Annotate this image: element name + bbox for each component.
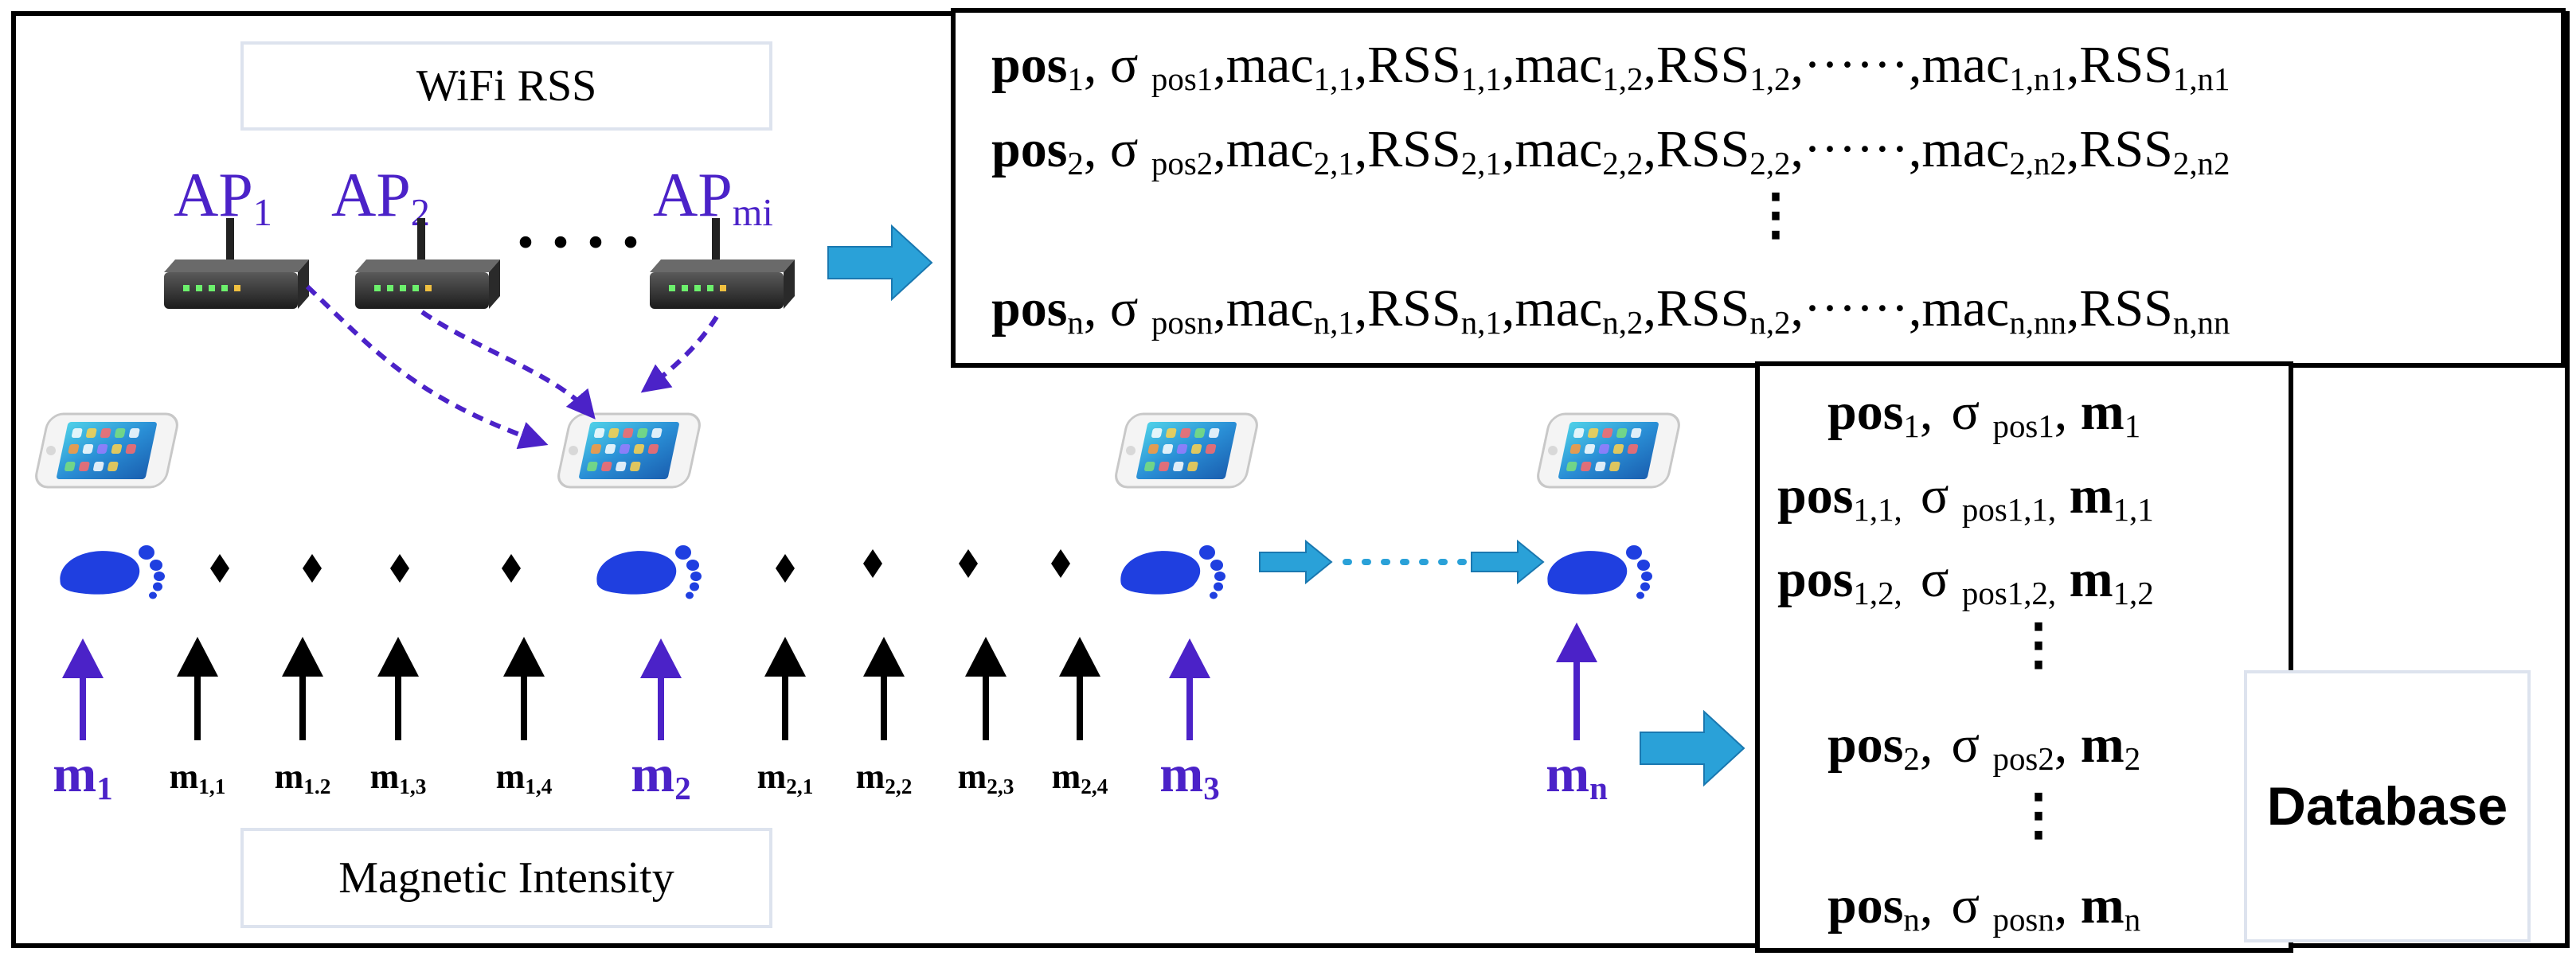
measurement-arrow bbox=[62, 638, 104, 740]
footprint-icon bbox=[60, 545, 165, 599]
measurement-label: m2,3 bbox=[957, 757, 1014, 798]
measurement-label: m1,4 bbox=[495, 757, 553, 798]
measurement-label: m1,3 bbox=[369, 757, 427, 798]
measurement-arrow bbox=[1169, 638, 1210, 740]
measurement-label: m1.2 bbox=[274, 757, 331, 798]
smartphone-icon bbox=[32, 412, 182, 489]
router-icon bbox=[164, 218, 309, 309]
measurement-label: m2,1 bbox=[756, 757, 814, 798]
measurement-label: mn bbox=[1546, 745, 1608, 807]
diamond-marker-icon bbox=[303, 554, 322, 583]
db-vertical-ellipsis-2: ⋮ bbox=[2011, 785, 2066, 846]
measurement-arrow bbox=[1556, 622, 1597, 740]
wifi-rss-label: WiFi RSS bbox=[240, 41, 772, 131]
smartphone-icon bbox=[554, 412, 704, 489]
diamond-marker-icon bbox=[1051, 549, 1070, 578]
db-vertical-ellipsis-1: ⋮ bbox=[2011, 615, 2066, 676]
measurement-label: m2,4 bbox=[1051, 757, 1108, 798]
arrow-right-icon bbox=[1640, 711, 1745, 786]
measurement-arrow bbox=[863, 637, 905, 740]
magnetic-intensity-label: Magnetic Intensity bbox=[240, 828, 772, 928]
footprint-icon bbox=[1120, 545, 1225, 599]
measurement-arrow bbox=[282, 637, 323, 740]
database-table-frame bbox=[1755, 361, 2293, 953]
measurement-arrows bbox=[62, 622, 1597, 740]
measurement-arrow bbox=[965, 637, 1007, 740]
rss-row-1: pos1, σ pos1,mac1,1,RSS1,1,mac1,2,RSS1,2… bbox=[991, 36, 2230, 98]
db-row-pos1-1: pos1,1,σ pos1,1, m1,1 bbox=[1777, 466, 2154, 529]
diamond-marker-icon bbox=[390, 554, 409, 583]
measurement-label: m2,2 bbox=[855, 757, 913, 798]
router-icon bbox=[650, 218, 795, 309]
arrow-right-icon bbox=[1471, 540, 1544, 583]
measurement-arrow bbox=[177, 637, 218, 740]
database-label: Database bbox=[2244, 670, 2531, 942]
rss-vertical-ellipsis: ⋮ bbox=[1748, 185, 1804, 246]
db-row-pos1-2: pos1,2,σ pos1,2, m1,2 bbox=[1777, 550, 2154, 612]
access-point-ellipsis: ···· bbox=[514, 203, 655, 282]
signal-arrow bbox=[420, 310, 596, 419]
router-icon bbox=[355, 218, 500, 309]
diamond-marker-icon bbox=[502, 554, 521, 583]
db-row-pos1: pos1,σ pos1, m1 bbox=[1827, 383, 2141, 445]
measurement-label: m1,1 bbox=[169, 757, 226, 798]
diamond-marker-icon bbox=[863, 549, 882, 578]
diamond-markers bbox=[210, 549, 1070, 583]
access-point-label-2: AP2 bbox=[331, 160, 430, 235]
db-row-pos2: pos2,σ pos2, m2 bbox=[1827, 716, 2141, 778]
rss-row-n: posn, σ posn,macn,1,RSSn,1,macn,2,RSSn,2… bbox=[991, 279, 2230, 341]
measurement-arrow bbox=[640, 638, 682, 740]
access-point-label-1: AP1 bbox=[174, 160, 272, 235]
db-row-posn: posn,σ posn, mn bbox=[1827, 876, 2141, 938]
signal-arrow bbox=[640, 315, 719, 393]
measurement-arrow bbox=[1059, 637, 1100, 740]
diamond-marker-icon bbox=[210, 554, 229, 583]
diamond-marker-icon bbox=[776, 554, 795, 583]
signal-arrow bbox=[305, 284, 549, 450]
diamond-marker-icon bbox=[959, 549, 978, 578]
arrow-right-icon bbox=[1259, 540, 1332, 583]
smartphone-icon bbox=[1112, 412, 1261, 489]
measurement-arrow bbox=[377, 637, 419, 740]
rss-row-2: pos2, σ pos2,mac2,1,RSS2,1,mac2,2,RSS2,2… bbox=[991, 120, 2230, 182]
smartphone-icon bbox=[1534, 412, 1683, 489]
footprint-icon bbox=[1547, 545, 1652, 599]
measurement-arrow bbox=[503, 637, 545, 740]
access-point-label-mi: APmi bbox=[653, 160, 773, 235]
measurement-label: m1 bbox=[53, 745, 113, 807]
arrow-right-icon bbox=[827, 225, 932, 300]
measurement-label: m2 bbox=[631, 745, 691, 807]
footprint-icon bbox=[596, 545, 702, 599]
measurement-label: m3 bbox=[1159, 745, 1220, 807]
measurement-arrow bbox=[764, 637, 806, 740]
